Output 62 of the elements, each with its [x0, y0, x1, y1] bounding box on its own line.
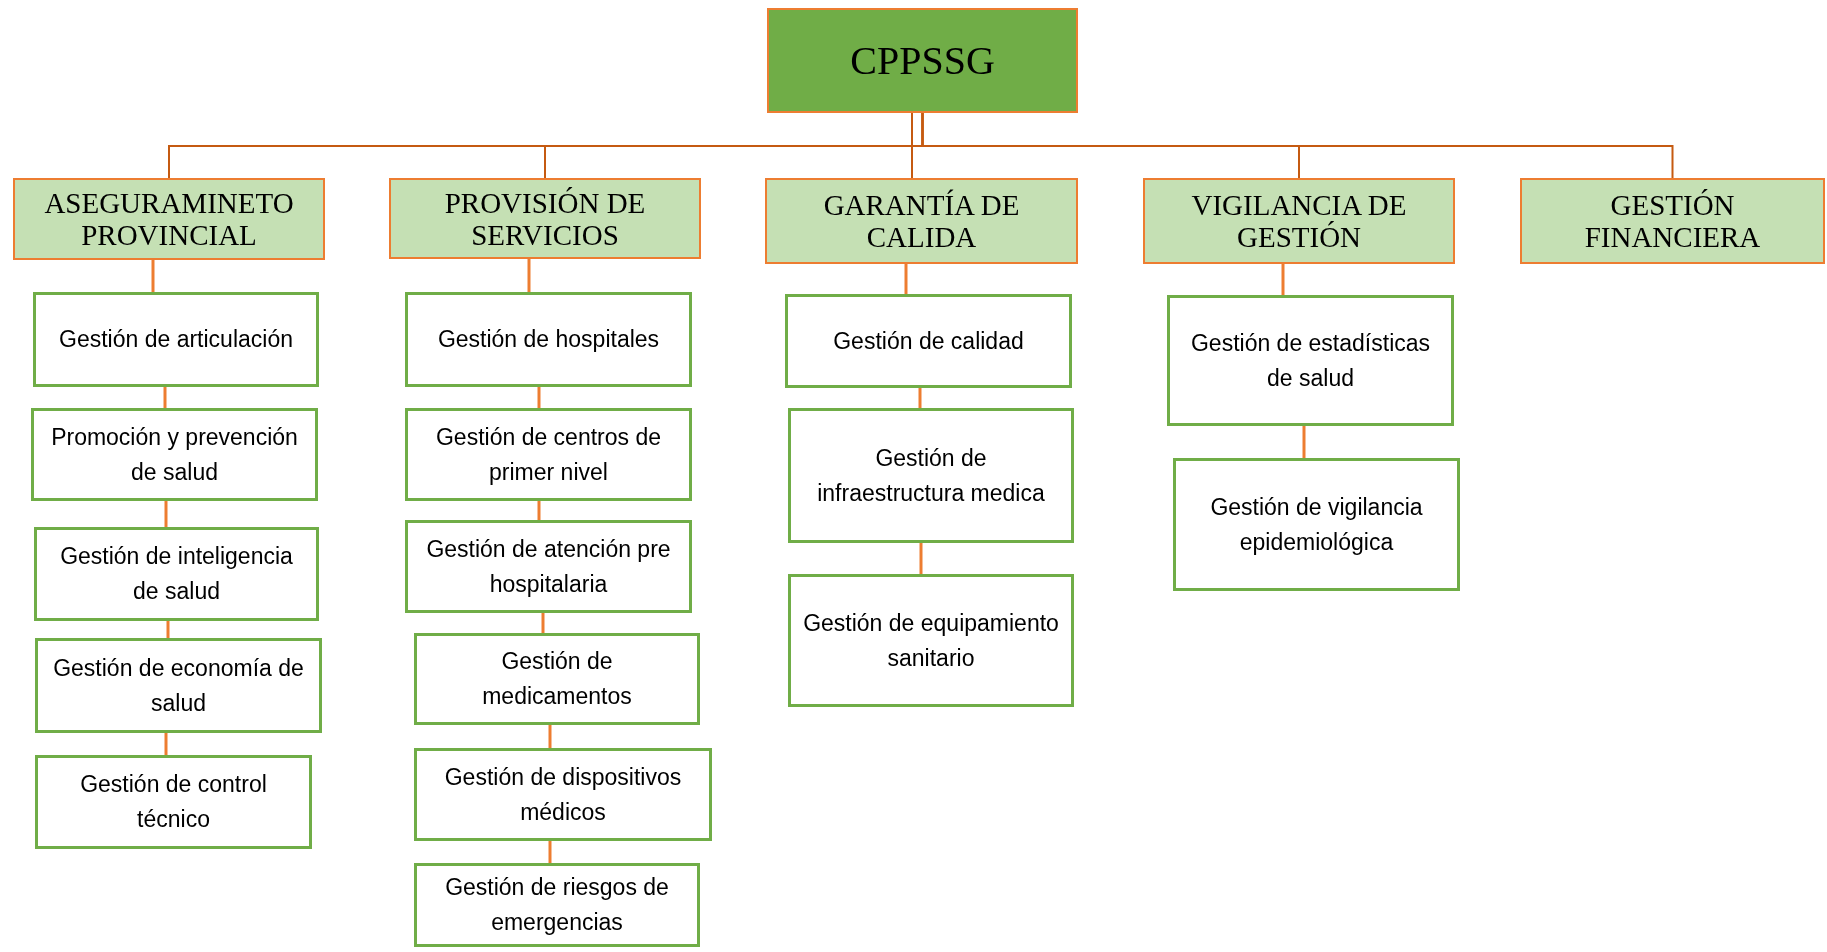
unit-box: [405, 408, 692, 501]
unit-box: [414, 633, 700, 725]
box-label: GESTIÓN FINANCIERA: [1583, 189, 1762, 253]
box-label: Gestión de economía de salud: [52, 653, 305, 718]
connector-line: [919, 543, 923, 574]
unit-box: [414, 748, 712, 841]
box-label: Promoción y prevención de salud: [50, 422, 299, 487]
unit-box: [1167, 295, 1454, 426]
box-label: Gestión de estadísticas de salud: [1189, 328, 1432, 393]
connector-line: [527, 259, 531, 292]
unit-box: [414, 863, 700, 947]
box-label: Gestión de atención pre hospitalaria: [425, 534, 672, 599]
box-label: Gestión de control técnico: [79, 770, 268, 834]
box-label: Gestión de inteligencia de salud: [59, 542, 294, 606]
box-label: Gestión de equipamiento sanitario: [802, 608, 1060, 673]
unit-box: [35, 638, 322, 733]
box-label: Gestión de infraestructura medica: [816, 443, 1046, 508]
connector-line: [537, 387, 541, 408]
unit-box: [788, 408, 1074, 543]
connector-line: [1281, 264, 1285, 295]
unit-box: [31, 408, 318, 501]
unit-box: [405, 520, 692, 613]
box-label: Gestión de hospitales: [437, 325, 660, 354]
box-label: GARANTÍA DE CALIDA: [822, 189, 1021, 253]
connector-line: [164, 733, 168, 755]
box-label: Gestión de vigilancia epidemiológica: [1209, 492, 1424, 557]
connector-line: [164, 501, 168, 527]
unit-box: [405, 292, 692, 387]
box-label: Gestión de centros de primer nivel: [435, 422, 662, 487]
connector-line: [537, 501, 541, 520]
root-box: [767, 8, 1078, 113]
unit-box: [35, 755, 312, 849]
connector-line: [548, 725, 552, 748]
unit-box: [33, 292, 319, 387]
box-label: Gestión de medicamentos: [481, 647, 633, 711]
connector-line: [904, 264, 908, 294]
connector-line: [151, 260, 155, 292]
connector-line: [541, 613, 545, 633]
unit-box: [785, 294, 1072, 388]
box-label: Gestión de articulación: [59, 325, 293, 354]
box-label: Gestión de calidad: [833, 326, 1024, 356]
department-box: [1520, 178, 1825, 264]
unit-box: [1173, 458, 1460, 591]
box-label: Gestión de riesgos de emergencias: [444, 873, 670, 937]
connector-line: [911, 112, 913, 179]
department-box: [765, 178, 1078, 264]
connector-line: [921, 112, 1674, 179]
connector-line: [163, 387, 167, 408]
box-label: PROVISIÓN DE SERVICIOS: [443, 186, 647, 251]
box-label: VIGILANCIA DE GESTIÓN: [1190, 189, 1408, 253]
department-box: [1143, 178, 1455, 264]
unit-box: [34, 527, 319, 621]
connector-line: [548, 841, 552, 863]
department-box: [389, 178, 701, 259]
connector-line: [1302, 426, 1306, 458]
box-label: CPPSSG: [850, 36, 995, 85]
box-label: Gestión de dispositivos médicos: [443, 762, 683, 827]
unit-box: [788, 574, 1074, 707]
connector-line: [918, 388, 922, 408]
box-label: ASEGURAMINETO PROVINCIAL: [43, 187, 295, 251]
connector-line: [166, 621, 170, 638]
department-box: [13, 178, 325, 260]
